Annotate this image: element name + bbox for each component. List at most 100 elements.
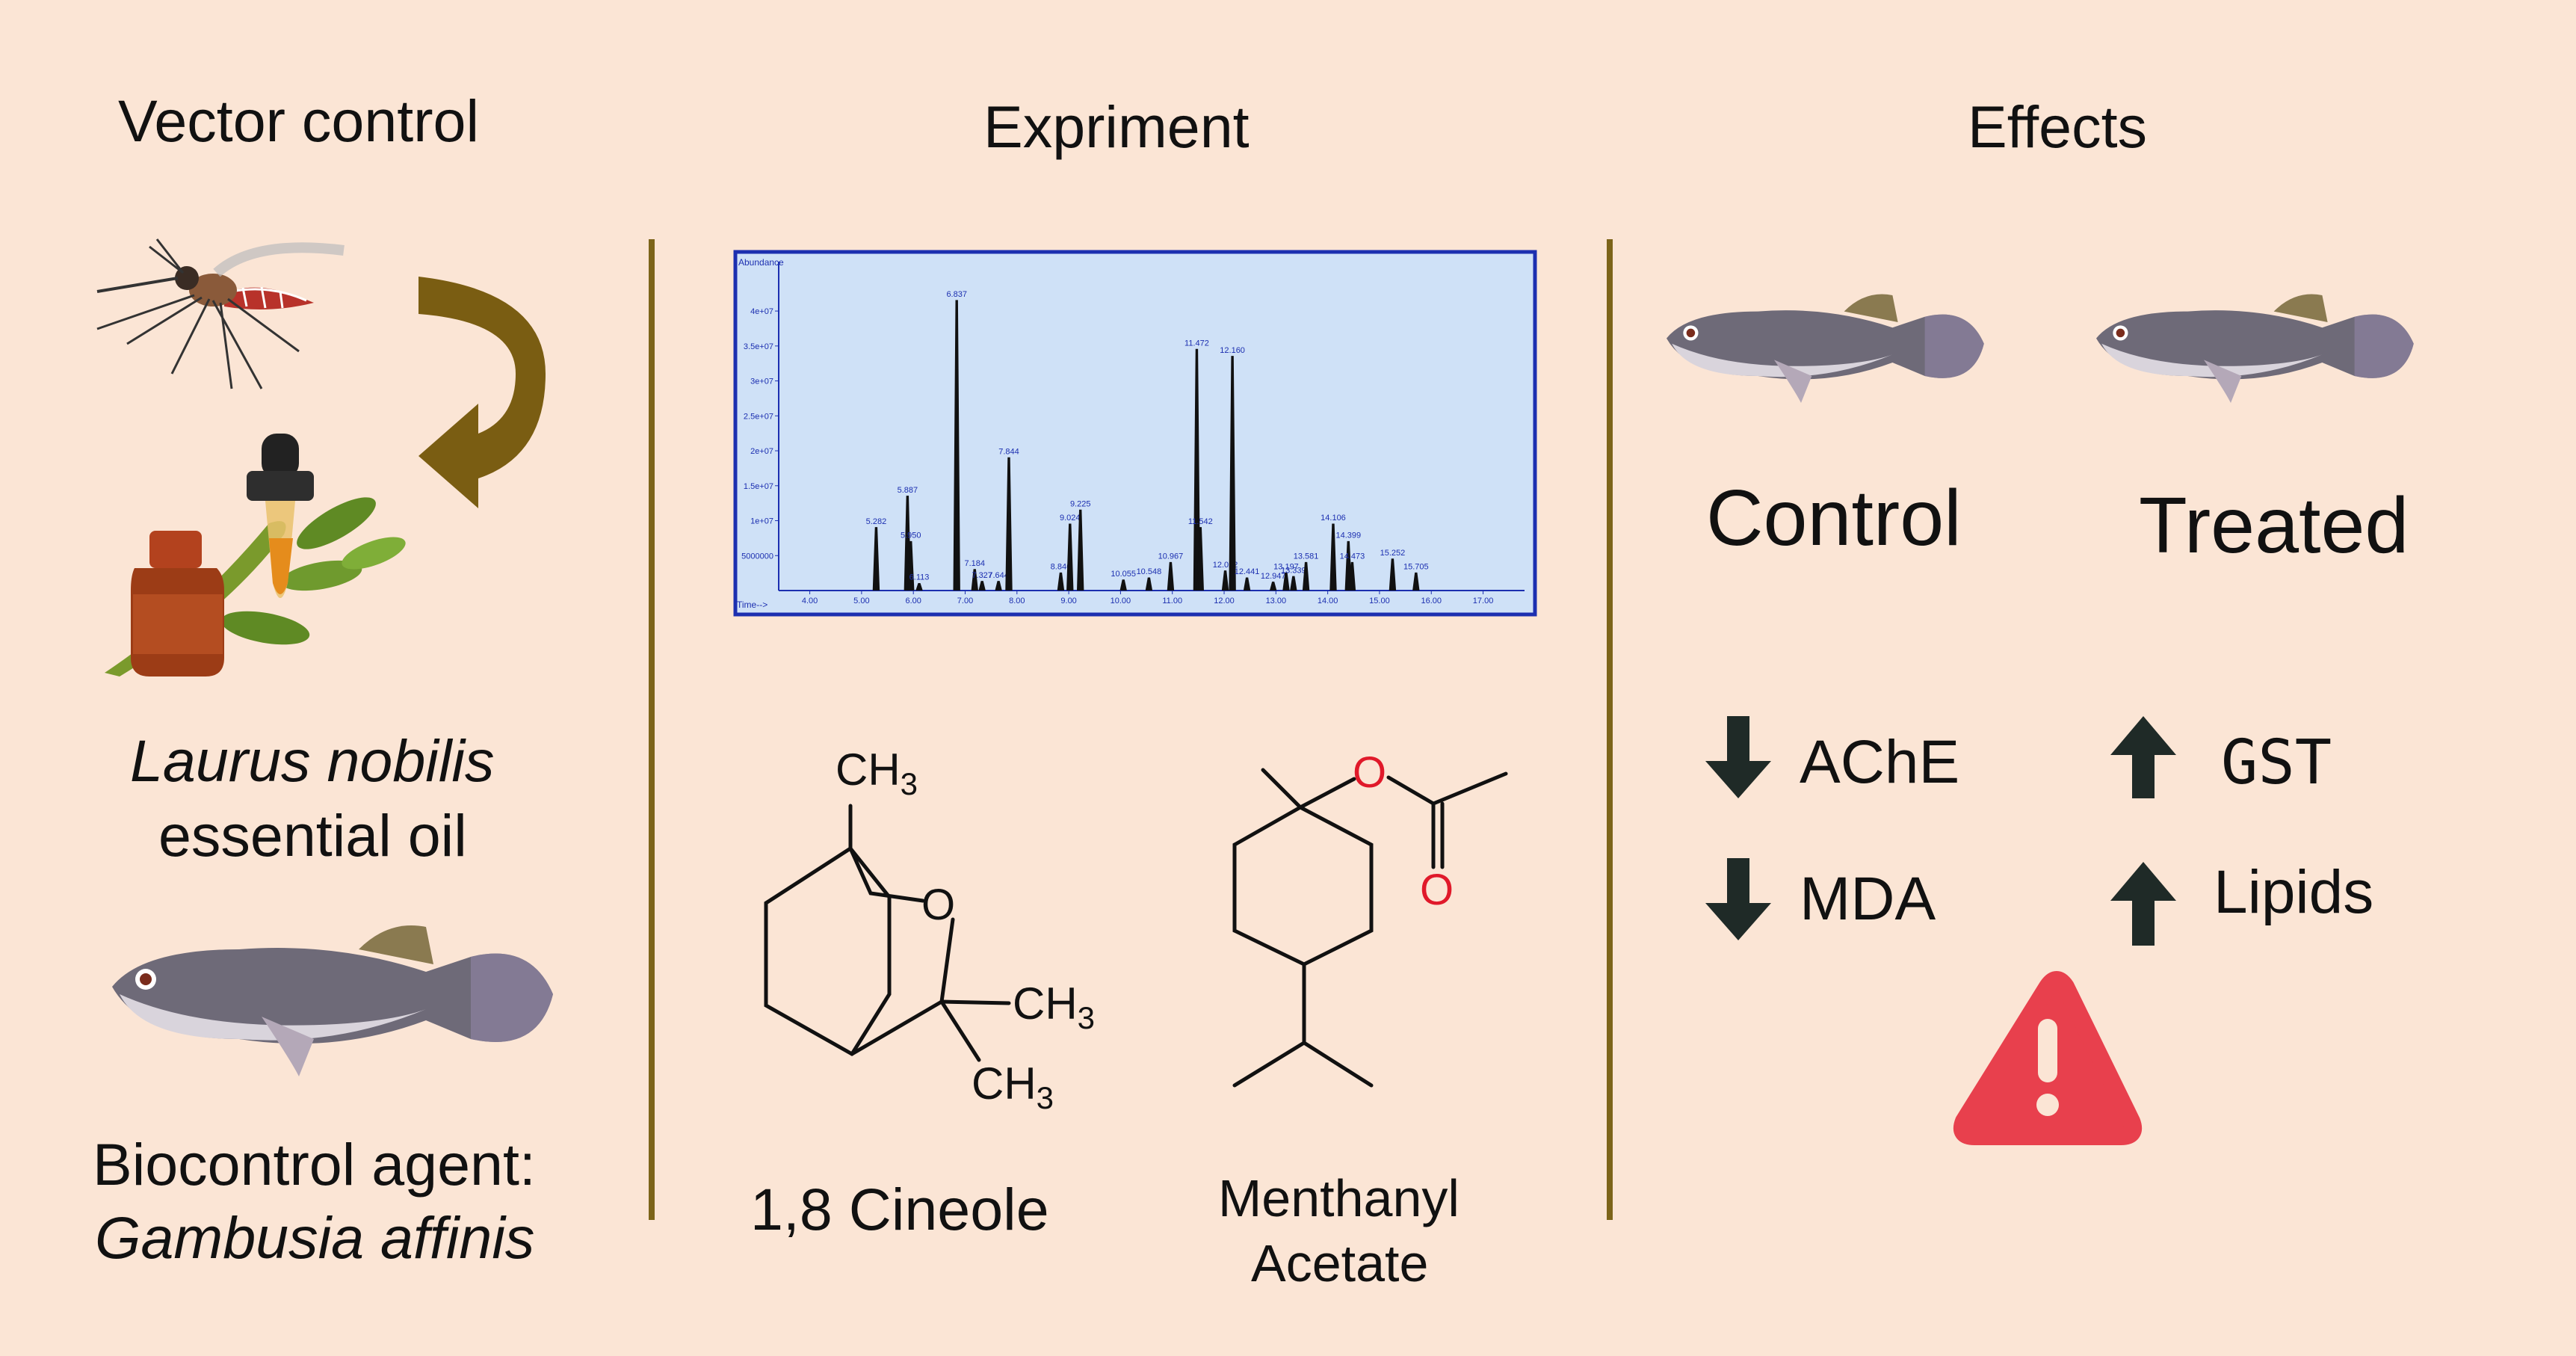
- marker-gst: GST: [2221, 727, 2332, 798]
- peak-mark: [1243, 577, 1251, 591]
- peak-mark: [1119, 579, 1127, 591]
- experiment-title: Expriment: [983, 93, 1250, 160]
- peak-mark: [953, 300, 960, 591]
- fish-icon-control: [1667, 294, 1984, 403]
- x-axis-label: Time-->: [737, 600, 767, 610]
- vector-control-title: Vector control: [118, 87, 480, 154]
- fish-icon-treated: [2096, 294, 2414, 403]
- x-tick-label: 17.00: [1473, 597, 1494, 605]
- peak-mark: [1145, 577, 1153, 591]
- x-tick-label: 12.00: [1214, 597, 1235, 605]
- group-treated: Treated: [2139, 481, 2409, 570]
- peak-mark: [1221, 570, 1229, 591]
- y-tick-label: 1e+07: [750, 517, 773, 526]
- peak-mark: [1077, 509, 1084, 591]
- x-tick-label: 6.00: [905, 597, 921, 605]
- ch3-top: CH3: [835, 745, 918, 801]
- peak-label: 15.705: [1403, 563, 1429, 572]
- peak-label: 10.967: [1158, 552, 1184, 561]
- peak-mark: [1193, 348, 1201, 591]
- menthanyl-name-line2: Acetate: [1251, 1234, 1429, 1292]
- x-tick-label: 7.00: [957, 597, 973, 605]
- y-tick-label: 2e+07: [750, 447, 773, 456]
- peak-mark: [1290, 576, 1297, 591]
- peak-mark: [1302, 561, 1310, 591]
- peak-label: 14.106: [1321, 514, 1346, 523]
- peak-label: 13.197: [1273, 563, 1299, 572]
- oil-species: Laurus nobilis: [130, 727, 495, 794]
- marker-lipids: Lipids: [2214, 858, 2374, 926]
- peak-mark: [1389, 558, 1397, 591]
- chromatogram-frame: [733, 250, 1537, 617]
- oxygen-atom-carbonyl: O: [1420, 866, 1454, 914]
- peak-mark: [907, 540, 915, 591]
- peak-mark: [1066, 523, 1074, 591]
- peak-mark: [995, 581, 1002, 591]
- oxygen-atom-ester: O: [1353, 748, 1387, 797]
- peak-mark: [1348, 561, 1356, 591]
- peak-mark: [1229, 356, 1236, 591]
- peak-mark: [1167, 561, 1175, 591]
- peak-label: 14.473: [1340, 552, 1365, 561]
- peak-label: 9.225: [1070, 500, 1091, 509]
- oil-label: essential oil: [158, 802, 467, 869]
- x-tick-label: 14.00: [1318, 597, 1338, 605]
- warning-triangle-icon: [1953, 971, 2143, 1145]
- arrow-up-icon-gst: [2110, 716, 2176, 798]
- x-tick-label: 15.00: [1369, 597, 1390, 605]
- peak-mark: [1005, 457, 1013, 591]
- x-tick-label: 4.00: [802, 597, 818, 605]
- arrow-up-icon-lipids: [2110, 862, 2176, 946]
- peak-label: 10.548: [1137, 567, 1162, 576]
- curved-arrow-icon: [418, 277, 546, 508]
- x-tick-label: 8.00: [1009, 597, 1025, 605]
- peak-label: 11.472: [1184, 339, 1209, 348]
- peak-label: 6.837: [946, 290, 967, 299]
- marker-mda: MDA: [1800, 865, 1936, 933]
- menthanyl-name-line1: Menthanyl: [1218, 1169, 1460, 1227]
- arrow-down-icon-ache: [1705, 716, 1771, 798]
- peak-label: 5.950: [901, 531, 921, 540]
- peak-mark: [1269, 582, 1277, 591]
- peak-mark: [1412, 572, 1420, 591]
- peak-mark: [978, 581, 986, 591]
- y-axis-label: Abundance: [738, 257, 784, 268]
- marker-ache: AChE: [1800, 728, 1960, 796]
- peak-label: 14.399: [1335, 531, 1361, 540]
- peak-mark: [1282, 572, 1290, 591]
- peak-label: 7.844: [998, 447, 1019, 456]
- y-tick-label: 1.5e+07: [744, 482, 773, 491]
- y-tick-label: 3e+07: [750, 377, 773, 386]
- effects-title: Effects: [1968, 93, 2148, 160]
- peak-label: 12.160: [1220, 346, 1245, 355]
- group-control: Control: [1706, 474, 1962, 562]
- x-tick-label: 11.00: [1162, 597, 1182, 605]
- agent-species: Gambusia affinis: [95, 1204, 535, 1271]
- peak-label: 10.055: [1111, 570, 1136, 579]
- arrow-down-icon-mda: [1705, 858, 1771, 940]
- x-tick-label: 9.00: [1060, 597, 1076, 605]
- divider-right: [1607, 239, 1613, 1220]
- peak-label: 5.887: [898, 486, 918, 495]
- peak-mark: [1057, 572, 1065, 591]
- cineole-name: 1,8 Cineole: [750, 1176, 1049, 1242]
- peak-mark: [915, 582, 923, 591]
- peak-label: 15.252: [1380, 549, 1406, 558]
- ch3-bottom: CH3: [972, 1058, 1054, 1115]
- divider-left: [649, 239, 655, 1220]
- x-tick-label: 16.00: [1421, 597, 1442, 605]
- peak-mark: [1329, 523, 1337, 591]
- y-tick-label: 3.5e+07: [744, 342, 773, 351]
- peak-label: 7.184: [964, 559, 985, 568]
- mosquito-icon: [96, 238, 345, 389]
- peak-label: 7.327: [972, 571, 992, 580]
- x-tick-label: 13.00: [1266, 597, 1287, 605]
- y-tick-label: 5000000: [741, 552, 773, 561]
